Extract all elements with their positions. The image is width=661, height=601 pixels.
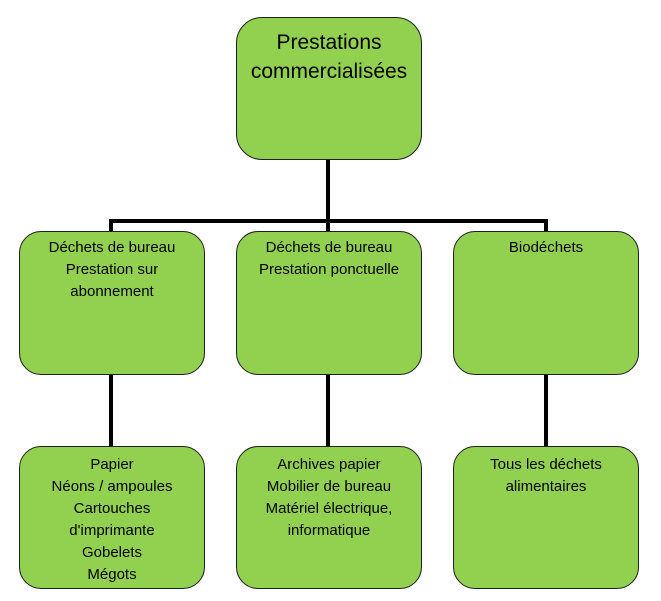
item-text-line: Matériel électrique,	[265, 500, 393, 517]
category-label-line: Prestation sur	[65, 261, 159, 278]
category-label-line: Prestation ponctuelle	[258, 261, 400, 278]
item-text-line: Gobelets	[81, 544, 143, 561]
item-text-line: alimentaires	[505, 478, 587, 495]
item-text-line: Mégots	[87, 566, 137, 583]
item-text-line: Archives papier	[277, 456, 381, 473]
connector-category-3-to-items	[544, 375, 548, 446]
root-title-line-1: Prestations	[276, 31, 382, 54]
connector-root-down	[326, 160, 330, 222]
category-label-line: Déchets de bureau	[265, 239, 393, 256]
connector-to-category-3	[544, 219, 548, 231]
category-label-line: abonnement	[70, 283, 154, 300]
item-text-line: Cartouches	[73, 500, 151, 517]
category-node-office-waste-one-off: Déchets de bureau Prestation ponctuelle	[236, 231, 422, 375]
item-text-line: Papier	[90, 456, 134, 473]
items-node-office-waste-subscription: Papier Néons / ampoules Cartouches d'imp…	[19, 446, 205, 589]
item-text-line: Néons / ampoules	[51, 478, 173, 495]
connector-category-1-to-items	[109, 375, 113, 446]
item-text-line: informatique	[287, 522, 371, 539]
items-node-office-waste-one-off: Archives papier Mobilier de bureau Matér…	[236, 446, 422, 589]
items-node-biowaste: Tous les déchets alimentaires	[453, 446, 639, 589]
item-text-line: Tous les déchets	[490, 456, 602, 473]
connector-to-category-1	[109, 219, 113, 231]
category-label-line: Biodéchets	[508, 239, 584, 256]
connector-category-2-to-items	[326, 375, 330, 446]
category-node-biowaste: Biodéchets	[453, 231, 639, 375]
root-title-line-2: commercialisées	[250, 60, 408, 83]
category-node-office-waste-subscription: Déchets de bureau Prestation sur abonnem…	[19, 231, 205, 375]
item-text-line: d'imprimante	[69, 522, 155, 539]
category-label-line: Déchets de bureau	[48, 239, 176, 256]
connector-to-category-2	[326, 219, 330, 231]
item-text-line: Mobilier de bureau	[266, 478, 392, 495]
root-node: Prestations commercialisées	[236, 17, 422, 160]
